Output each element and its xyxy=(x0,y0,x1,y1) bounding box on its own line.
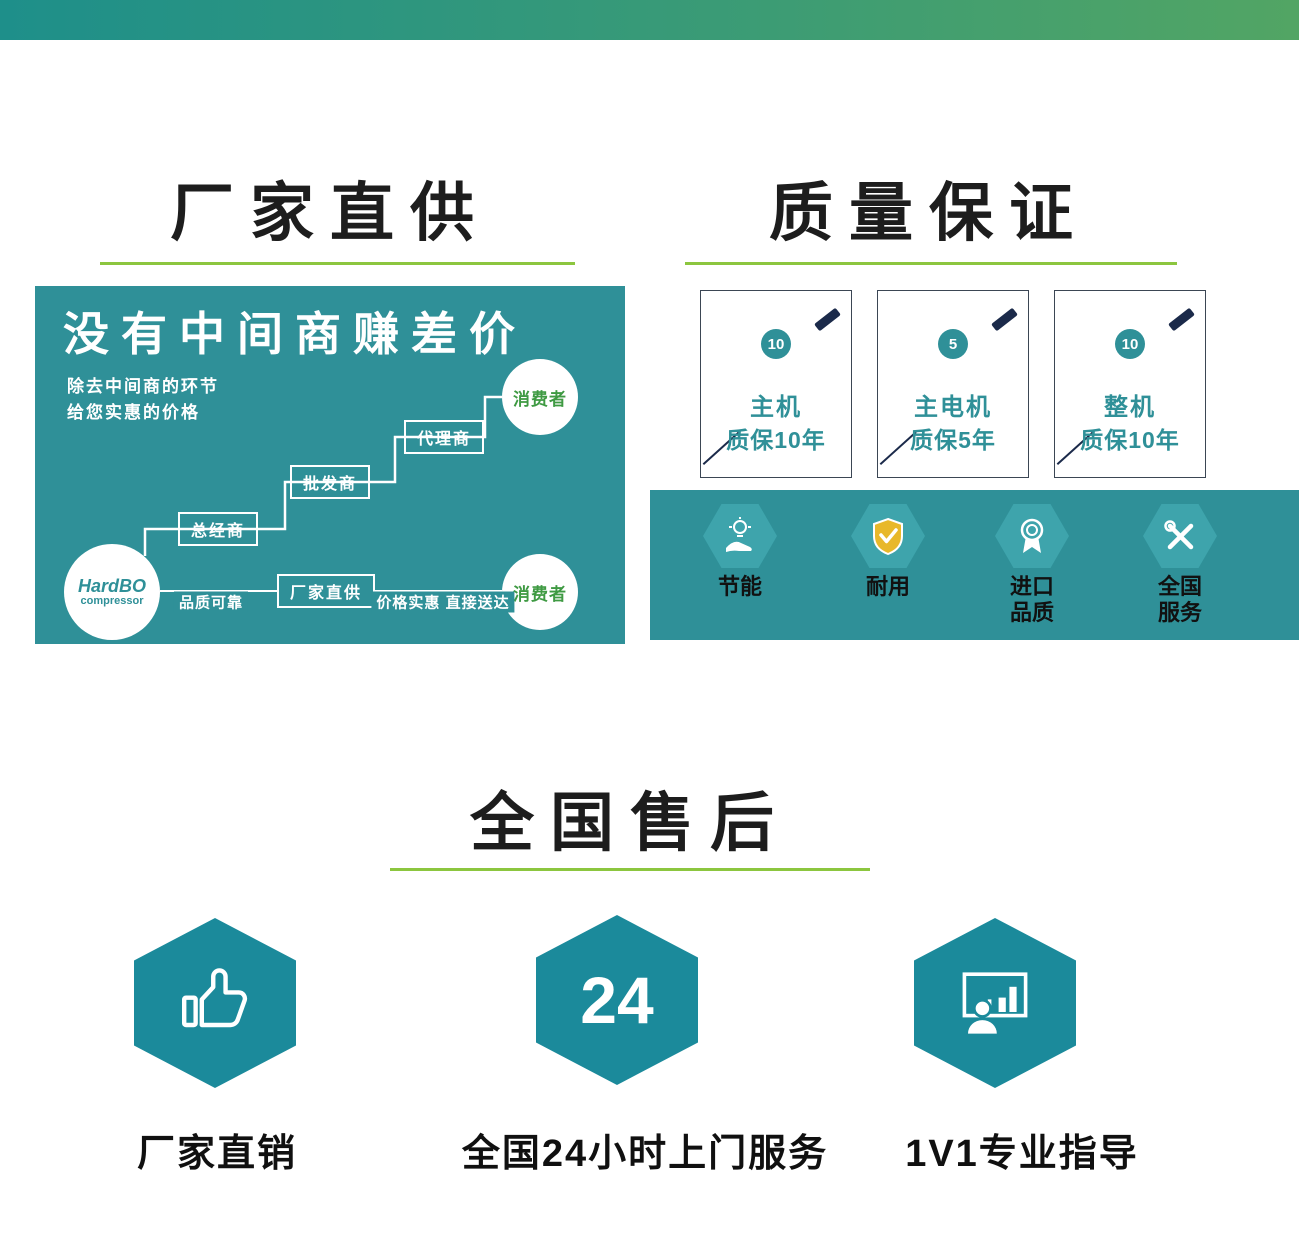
imported-quality-medal-icon xyxy=(995,504,1069,568)
pen-icon xyxy=(991,307,1018,332)
warranty-card-item: 主机 xyxy=(750,394,802,421)
hours-24-text: 24 xyxy=(580,963,654,1037)
warranty-years-badge: 10 xyxy=(1115,329,1145,359)
section-title-aftersales: 全国售后 xyxy=(470,787,790,859)
feature-label: 耐用 xyxy=(865,574,910,599)
top-accent-bar xyxy=(0,0,1299,40)
aftersales-title-underline xyxy=(390,868,870,871)
step-agent: 代理商 xyxy=(403,420,485,454)
warranty-card-main-motor: 5 主电机 质保5年 xyxy=(877,290,1029,478)
feature-imported-quality: 进口 品质 xyxy=(967,504,1097,626)
logo-sub-text: compressor xyxy=(80,595,144,607)
presentation-board-icon xyxy=(962,972,1028,1034)
energy-saving-hand-bulb-icon xyxy=(703,504,777,568)
no-middleman-panel: 没有中间商赚差价 除去中间商的环节 给您实惠的价格 总经商 批发商 代理商 消费… xyxy=(35,286,625,644)
aftersales-label-1v1-guidance: 1V1专业指导 xyxy=(905,1133,1139,1175)
hardbo-logo: HardBO compressor xyxy=(64,544,160,640)
aftersales-hex-factory-direct xyxy=(134,918,296,1088)
warranty-card-host-machine: 10 主机 质保10年 xyxy=(700,290,852,478)
pen-icon xyxy=(814,307,841,332)
warranty-card-term: 质保10年 xyxy=(726,427,826,453)
factory-title-underline xyxy=(100,262,575,265)
warranty-years-badge: 5 xyxy=(938,329,968,359)
warranty-card-item: 整机 xyxy=(1104,394,1156,421)
aftersales-hex-guidance xyxy=(914,918,1076,1088)
aftersales-label-factory-direct: 厂家直销 xyxy=(136,1133,298,1175)
consumer-circle-top: 消费者 xyxy=(502,359,578,435)
step-distributor: 总经商 xyxy=(177,512,259,546)
feature-national-service: 全国 服务 xyxy=(1115,504,1245,626)
feature-energy-saving: 节能 xyxy=(675,504,805,600)
logo-brand-text: HardBO xyxy=(77,576,146,596)
aftersales-hex-24h: 24 xyxy=(536,915,698,1085)
consumer-circle-bottom: 消费者 xyxy=(502,554,578,630)
section-title-quality: 质量保证 xyxy=(769,177,1089,249)
pen-icon xyxy=(1168,307,1195,332)
panel-subtext: 除去中间商的环节 给您实惠的价格 xyxy=(67,374,219,426)
warranty-card-item: 主电机 xyxy=(914,394,992,421)
warranty-card-term: 质保5年 xyxy=(910,427,996,453)
affordable-delivery-text: 价格实惠 直接送达 xyxy=(371,591,515,613)
feature-label: 节能 xyxy=(717,574,762,599)
warranty-years-badge: 10 xyxy=(761,329,791,359)
national-service-tools-icon xyxy=(1143,504,1217,568)
panel-subline-1: 除去中间商的环节 xyxy=(67,377,219,396)
step-wholesaler: 批发商 xyxy=(289,465,371,499)
warranty-card-term: 质保10年 xyxy=(1080,427,1180,453)
section-title-factory-direct: 厂家直供 xyxy=(170,177,490,249)
durable-shield-check-icon xyxy=(851,504,925,568)
feature-label: 全国 服务 xyxy=(1157,574,1202,625)
panel-headline: 没有中间商赚差价 xyxy=(63,308,527,360)
aftersales-label-24h-service: 全国24小时上门服务 xyxy=(461,1133,829,1175)
warranty-card-whole-machine: 10 整机 质保10年 xyxy=(1054,290,1206,478)
quality-title-underline xyxy=(685,262,1177,265)
feature-label: 进口 品质 xyxy=(1009,574,1054,625)
thumbs-up-icon xyxy=(182,968,248,1028)
feature-durable: 耐用 xyxy=(823,504,953,600)
feature-strip: 节能 耐用 xyxy=(650,490,1299,640)
panel-subline-2: 给您实惠的价格 xyxy=(67,403,200,422)
factory-direct-pill: 厂家直供 xyxy=(276,574,376,608)
quality-reliable-text: 品质可靠 xyxy=(173,591,249,613)
